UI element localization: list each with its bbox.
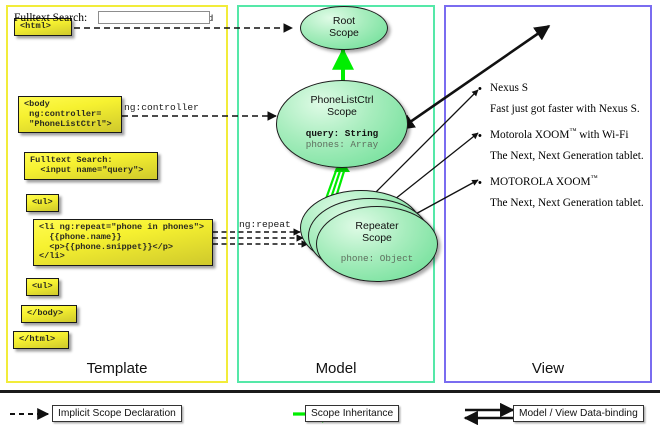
template-box-html-close-tag[interactable]: </html> bbox=[13, 331, 69, 349]
view-phone-snippet-2: The Next, Next Generation tablet. bbox=[490, 197, 644, 209]
column-label-model: Model bbox=[315, 360, 357, 377]
view-bullet-2: • bbox=[478, 177, 482, 189]
scope-root-line2: Scope bbox=[329, 26, 359, 39]
scope-phonelistctrl[interactable]: PhoneListCtrl Scope query: String phones… bbox=[276, 80, 408, 168]
legend-implicit-scope-declaration: Implicit Scope Declaration bbox=[52, 405, 182, 422]
scope-phonelistctrl-line2: Scope bbox=[327, 105, 357, 118]
scope-repeater[interactable]: Repeater Scope phone: Object bbox=[316, 206, 438, 282]
scope-root-line1: Root bbox=[332, 15, 356, 27]
legend-scope-inheritance: Scope Inheritance bbox=[305, 405, 400, 422]
view-search-input[interactable] bbox=[98, 11, 210, 24]
template-box-body-close-tag[interactable]: </body> bbox=[21, 305, 77, 323]
view-search-label: Fulltext Search: bbox=[14, 12, 88, 24]
scope-phonelistctrl-line1: PhoneListCtrl bbox=[310, 94, 374, 106]
template-box-body-tag[interactable]: <body ng:controller= "PhoneListCtrl"> bbox=[18, 96, 122, 134]
view-phone-name-2-text: MOTOROLA XOOM bbox=[490, 175, 591, 188]
view-phone-name-0-text: Nexus S bbox=[490, 81, 528, 94]
label-ng-repeat: ng:repeat bbox=[239, 219, 291, 230]
view-phone-name-1-text: Motorola XOOM bbox=[490, 128, 570, 141]
legend-data-binding: Model / View Data-binding bbox=[513, 405, 644, 422]
template-box-ul-open-tag[interactable]: <ul> bbox=[26, 194, 59, 212]
column-label-view: View bbox=[531, 360, 565, 377]
view-bullet-1: • bbox=[478, 130, 482, 142]
arrow-ng-repeat-group bbox=[213, 228, 309, 248]
view-phone-suffix-1: with Wi-Fi bbox=[576, 128, 629, 141]
view-bullet-0: • bbox=[478, 83, 482, 95]
view-phone-snippet-0: Fast just got faster with Nexus S. bbox=[490, 103, 640, 115]
scope-phonelistctrl-prop-phones: phones: Array bbox=[305, 139, 379, 150]
view-phone-snippet-1: The Next, Next Generation tablet. bbox=[490, 150, 644, 162]
arrow-databinding-query bbox=[398, 24, 551, 131]
view-phone-name-1: Motorola XOOM™ with Wi-Fi bbox=[490, 127, 629, 141]
scope-root[interactable]: Root Scope bbox=[300, 6, 388, 50]
view-phone-sup-2: ™ bbox=[590, 174, 598, 182]
scope-repeater-line2: Scope bbox=[362, 231, 392, 244]
scope-repeater-line1: Repeater bbox=[355, 220, 399, 232]
view-phone-name-2: MOTOROLA XOOM™ bbox=[490, 174, 598, 188]
view-phone-name-0: Nexus S bbox=[490, 80, 528, 94]
scope-repeater-prop-phone: phone: Object bbox=[340, 253, 414, 264]
template-box-li-ngrepeat[interactable]: <li ng:repeat="phone in phones"> {{phone… bbox=[33, 219, 213, 267]
template-box-search-input-markup[interactable]: Fulltext Search: <input name="query"> bbox=[24, 152, 158, 180]
template-box-ul-close-tag[interactable]: <ul> bbox=[26, 278, 59, 296]
scope-phonelistctrl-prop-query: query: String bbox=[305, 128, 379, 139]
view-phone-sup-1: ™ bbox=[569, 127, 577, 135]
column-label-template: Template bbox=[86, 360, 148, 377]
label-ng-controller: ng:controller bbox=[124, 102, 199, 113]
template-box-html-open-tag[interactable]: <html> bbox=[14, 18, 72, 36]
legend-divider bbox=[0, 390, 660, 393]
